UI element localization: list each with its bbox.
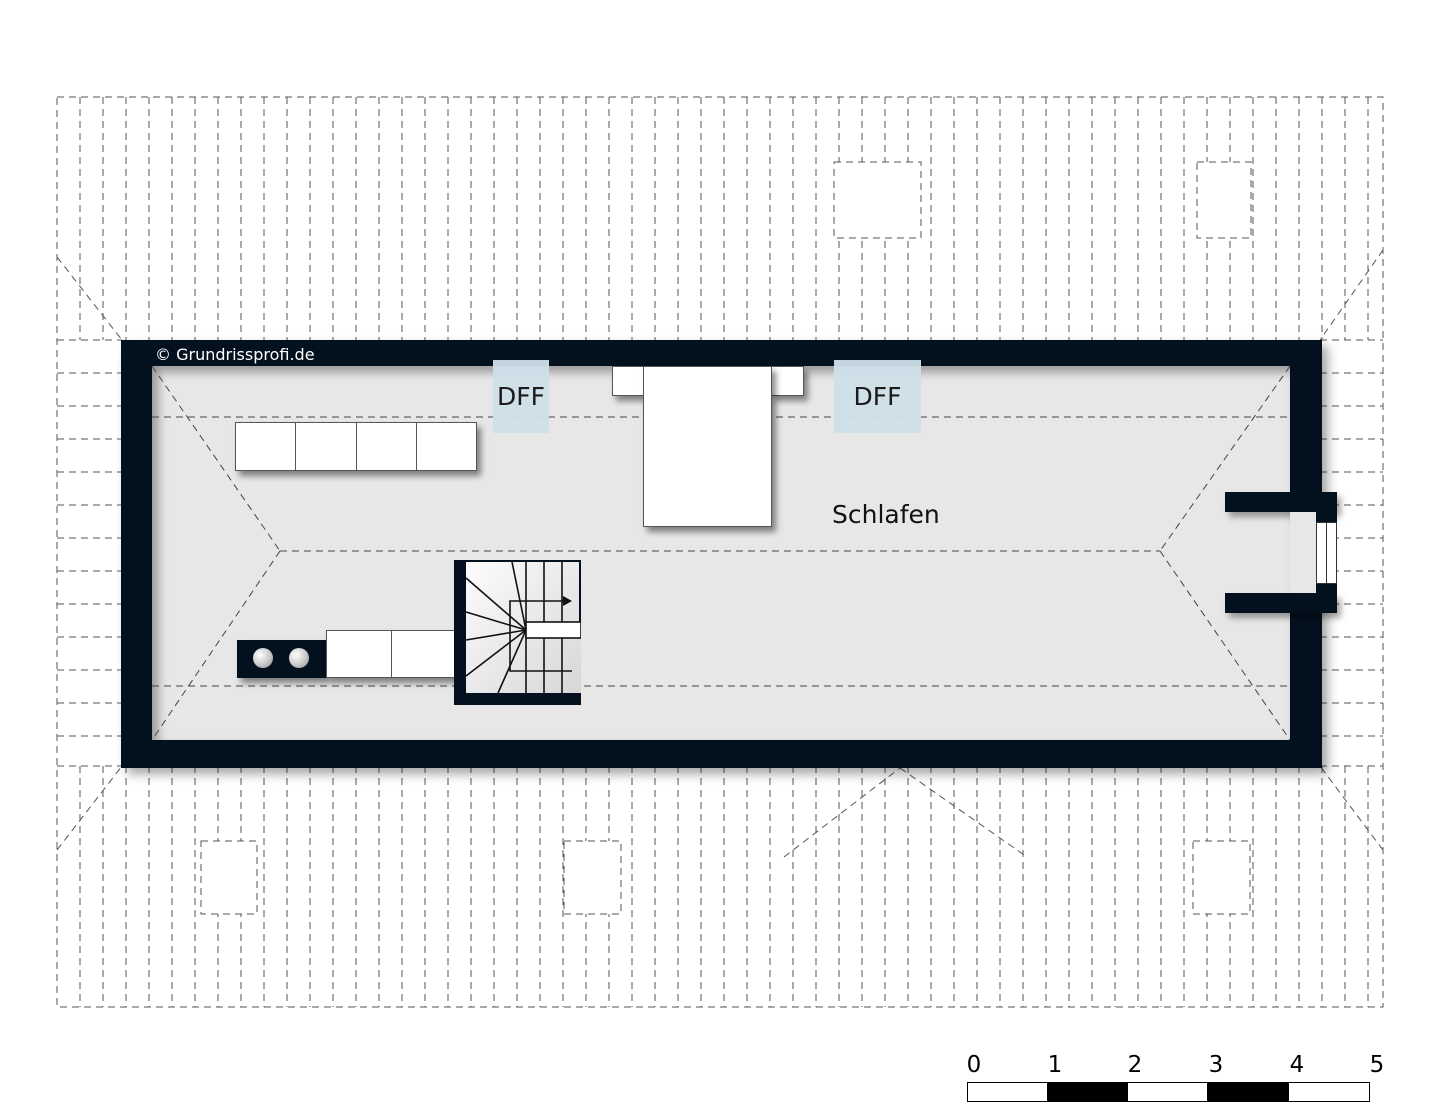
scale-mark: 2 bbox=[1127, 1052, 1143, 1078]
staircase-drawing bbox=[454, 560, 582, 705]
scale-mark: 3 bbox=[1208, 1052, 1224, 1078]
room-label: Schlafen bbox=[832, 500, 940, 529]
copyright-label: © Grundrissprofi.de bbox=[155, 345, 315, 364]
scale-bar: 0 1 2 3 4 5 bbox=[966, 1052, 1384, 1104]
dormer-floor bbox=[1290, 512, 1316, 593]
scale-mark: 4 bbox=[1289, 1052, 1305, 1078]
counter-module bbox=[326, 630, 392, 678]
scale-segment bbox=[1047, 1082, 1128, 1102]
arrow-icon bbox=[563, 596, 572, 606]
scale-mark: 0 bbox=[966, 1052, 982, 1078]
scale-mark: 5 bbox=[1369, 1052, 1385, 1078]
scale-segment bbox=[1207, 1082, 1289, 1102]
skylight-label: DFF bbox=[496, 382, 545, 411]
nightstand-right bbox=[770, 366, 804, 396]
counter-module bbox=[391, 630, 456, 678]
dormer-wall-top bbox=[1225, 492, 1337, 512]
scale-segment bbox=[967, 1082, 1048, 1102]
skylight-left: DFF bbox=[493, 360, 549, 433]
dormer-window-jamb-bottom bbox=[1316, 584, 1337, 593]
skylight-label: DFF bbox=[853, 382, 902, 411]
skylight-right: DFF bbox=[834, 360, 921, 433]
staircase bbox=[454, 560, 582, 705]
wardrobe-module bbox=[356, 422, 417, 471]
double-bed bbox=[643, 366, 772, 527]
dormer-wall-bottom bbox=[1225, 593, 1337, 613]
hob-burner-icon bbox=[253, 648, 273, 668]
wardrobe bbox=[235, 422, 477, 471]
scale-mark: 1 bbox=[1047, 1052, 1063, 1078]
cooktop bbox=[237, 640, 326, 678]
scale-segment bbox=[1288, 1082, 1370, 1102]
wardrobe-module bbox=[296, 422, 357, 471]
wardrobe-module bbox=[235, 422, 297, 471]
dormer-window-jamb-top bbox=[1316, 512, 1337, 522]
window-pane-divider bbox=[1326, 523, 1327, 583]
nightstand-left bbox=[612, 366, 646, 396]
scale-segment bbox=[1127, 1082, 1208, 1102]
dormer-window bbox=[1316, 522, 1337, 584]
wardrobe-module bbox=[416, 422, 477, 471]
hob-burner-icon bbox=[289, 648, 309, 668]
kitchen-counter bbox=[326, 630, 456, 678]
